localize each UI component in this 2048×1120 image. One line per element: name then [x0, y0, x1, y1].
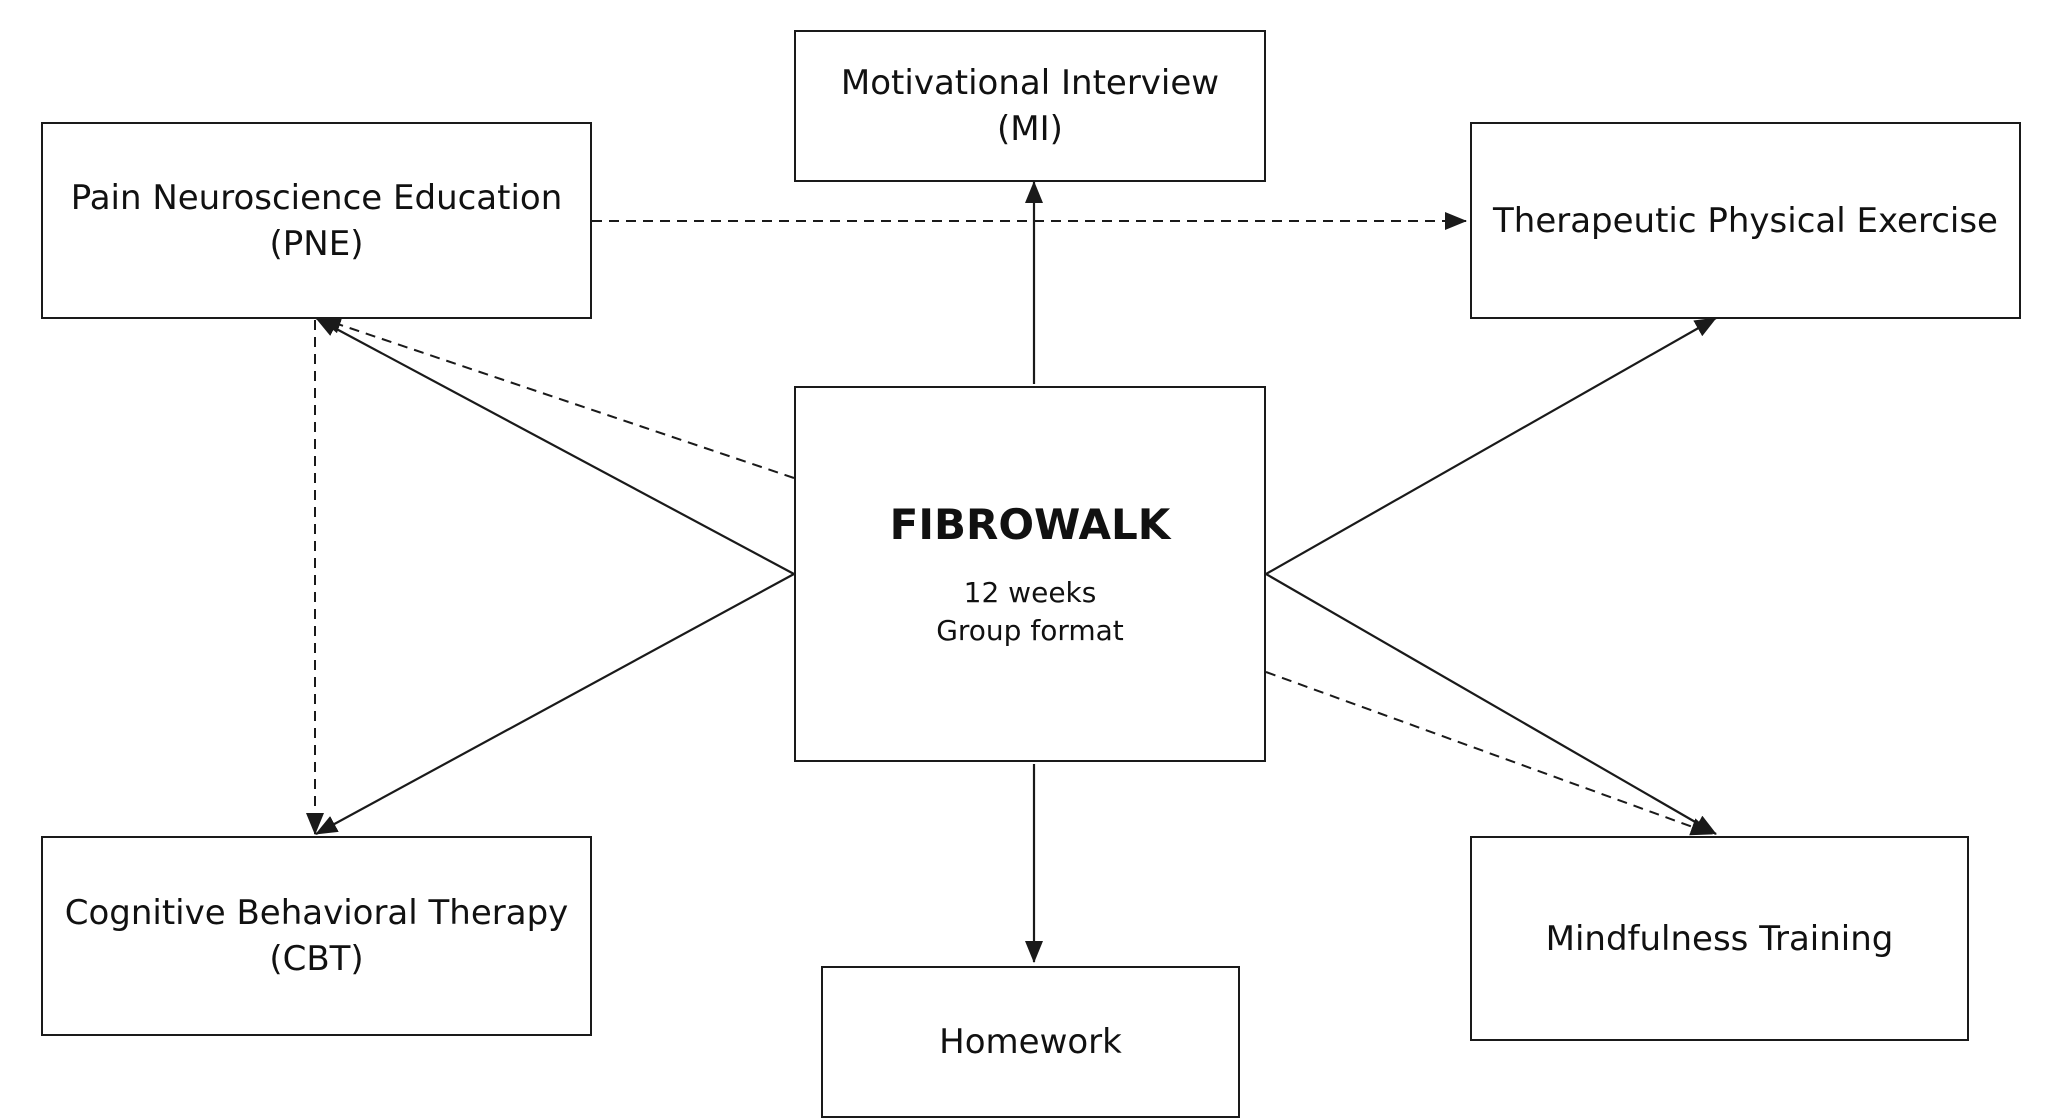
dashed-arrow-center-to-pne — [319, 316, 795, 479]
node-pne-line1: Pain Neuroscience Education — [70, 177, 563, 218]
node-mi-line2: (MI) — [997, 109, 1063, 149]
node-pne-line2: (PNE) — [269, 223, 364, 264]
node-therapeutic-physical-exercise: Therapeutic Physical Exercise — [1470, 122, 2021, 319]
node-cbt-line1: Cognitive Behavioral Therapy — [64, 893, 569, 933]
node-pain-neuroscience-education: Pain Neuroscience Education (PNE) — [41, 122, 592, 319]
node-motivational-interview: Motivational Interview (MI) — [794, 30, 1266, 182]
node-homework: Homework — [821, 966, 1240, 1118]
node-tpe-line1: Therapeutic Physical Exercise — [1493, 200, 1998, 241]
node-mindfulness-training: Mindfulness Training — [1470, 836, 1969, 1041]
center-title: FIBROWALK — [889, 500, 1171, 549]
node-mi-line1: Motivational Interview — [840, 63, 1220, 103]
node-mindfulness-line1: Mindfulness Training — [1545, 918, 1894, 959]
center-duration: 12 weeks — [963, 576, 1097, 609]
center-format: Group format — [936, 614, 1124, 647]
dashed-arrow-center-to-mindfulness — [1265, 671, 1713, 836]
arrow-center-to-cbt — [315, 573, 795, 835]
node-homework-line1: Homework — [939, 1022, 1122, 1062]
node-cognitive-behavioral-therapy: Cognitive Behavioral Therapy (CBT) — [41, 836, 592, 1036]
arrow-center-to-mindfulness — [1265, 573, 1717, 835]
node-fibrowalk-center: FIBROWALK 12 weeks Group format — [794, 386, 1266, 762]
node-cbt-line2: (CBT) — [269, 939, 364, 979]
arrow-center-to-pne — [315, 317, 795, 575]
arrow-center-to-tpe — [1265, 317, 1717, 575]
